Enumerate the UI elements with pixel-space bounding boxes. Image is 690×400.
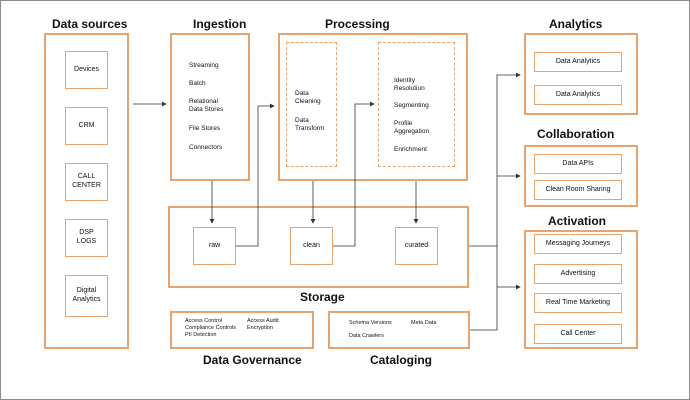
activation-messaging-journeys: Messaging Journeys <box>534 234 622 254</box>
activation-title: Activation <box>548 214 607 228</box>
ingestion-title: Ingestion <box>193 17 247 31</box>
processing-cleaning-group <box>286 42 337 167</box>
arrow-clean-to-profile <box>333 101 375 247</box>
processing-data-transform: Data Transform <box>295 117 325 133</box>
data-governance-title: Data Governance <box>203 353 302 367</box>
storage-raw: raw <box>193 227 236 265</box>
cataloging-data-crawlers: Data Crawlers <box>349 333 384 339</box>
storage-title: Storage <box>300 290 345 304</box>
governance-access-audit: Access Audit <box>247 318 279 324</box>
storage-curated: curated <box>395 227 438 265</box>
cataloging-meta-data: Meta Data <box>411 320 437 326</box>
data-governance-container <box>170 311 314 349</box>
storage-clean: clean <box>290 227 333 265</box>
cataloging-schema-versions: Schema Versions <box>349 320 392 326</box>
collaboration-data-apis: Data APIs <box>534 154 622 174</box>
activation-advertising: Advertising <box>534 264 622 284</box>
activation-call-center: Call Center <box>534 324 622 344</box>
ingestion-connectors: Connectors <box>189 144 223 151</box>
arrow-storage-to-analytics <box>469 72 521 247</box>
source-digital-analytics: Digital Analytics <box>65 275 108 317</box>
ingestion-container <box>170 33 250 181</box>
analytics-data-analytics-2: Data Analytics <box>534 85 622 105</box>
collaboration-clean-room-sharing: Clean Room Sharing <box>534 180 622 200</box>
governance-encryption: Encryption <box>247 325 273 331</box>
processing-profile-aggregation: Profile Aggregation <box>394 120 430 136</box>
governance-compliance-controls: Compliance Controls <box>185 325 237 331</box>
ingestion-relational-data-stores: Relational Data Stores <box>189 98 224 114</box>
cataloging-container <box>328 311 470 349</box>
line-cataloging-to-storage <box>470 246 498 331</box>
analytics-data-analytics-1: Data Analytics <box>534 52 622 72</box>
cataloging-title: Cataloging <box>370 353 432 367</box>
processing-identity-resolution: Identity Resolution <box>394 77 425 93</box>
ingestion-file-stores: File Stores <box>189 125 221 132</box>
source-devices: Devices <box>65 51 108 89</box>
processing-title: Processing <box>325 17 390 31</box>
arrow-raw-to-processing <box>236 103 275 247</box>
governance-pii-detection: PII Detection <box>185 332 217 338</box>
activation-real-time-marketing: Real Time Marketing <box>534 293 622 313</box>
processing-enrichment: Enrichment <box>394 146 427 153</box>
source-call-center: CALL CENTER <box>65 163 108 201</box>
processing-segmenting: Segmenting <box>394 102 429 109</box>
source-crm: CRM <box>65 107 108 145</box>
governance-access-control: Access Control <box>185 318 222 324</box>
processing-profile-group <box>378 42 455 167</box>
processing-data-cleaning: Data Cleaning <box>295 90 321 106</box>
data-sources-title: Data sources <box>52 17 128 31</box>
analytics-title: Analytics <box>549 17 603 31</box>
ingestion-batch: Batch <box>189 80 206 87</box>
source-dsp-logs: DSP LOGS <box>65 219 108 257</box>
collaboration-title: Collaboration <box>537 127 615 141</box>
ingestion-streaming: Streaming <box>189 62 219 69</box>
